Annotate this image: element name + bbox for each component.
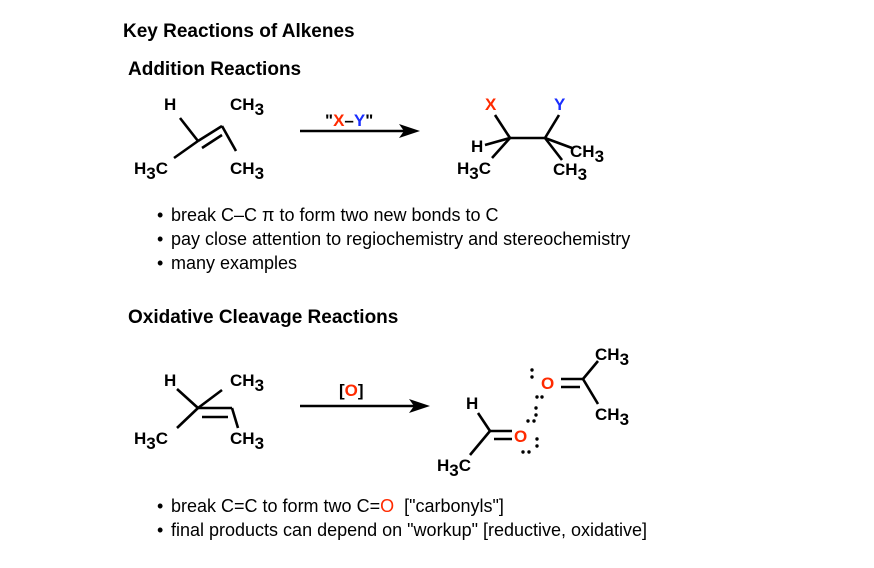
atom-H: H	[466, 394, 478, 413]
atom-CH3: CH3	[230, 429, 264, 453]
atom-O: O	[541, 374, 554, 393]
addition-alkene: H CH3 H3C CH3	[134, 95, 264, 183]
atom-CH3: CH3	[570, 142, 604, 166]
atom-H: H	[164, 95, 176, 114]
atom-O: O	[514, 427, 527, 446]
addition-bullet: •pay close attention to regiochemistry a…	[157, 229, 631, 249]
cleavage-arrow: [O]	[300, 381, 430, 413]
bullet-dot-icon: •	[157, 229, 164, 249]
atom-CH3: CH3	[595, 345, 629, 369]
atom-H3C: H3C	[457, 159, 491, 183]
cleavage-bullet: •final products can depend on "workup" […	[157, 520, 648, 540]
atom-H3C: H3C	[437, 456, 471, 480]
bullet-dot-icon: •	[157, 496, 164, 516]
cleavage-aldehyde: H O H3C	[437, 394, 527, 480]
bullet-dot-icon: •	[157, 205, 164, 225]
addition-product: X Y H H3C CH3 CH3	[457, 95, 604, 184]
bullet-dot-icon: •	[157, 253, 164, 273]
atom-H3C: H3C	[134, 429, 168, 453]
atom-CH3: CH3	[595, 405, 629, 429]
cleavage-bullet: •break C=C to form two C=O ["carbonyls"]	[157, 496, 504, 516]
addition-bullet: •many examples	[157, 253, 298, 273]
atom-Y: Y	[554, 95, 566, 114]
lone-pair-dots	[521, 368, 544, 454]
atom-H3C: H3C	[134, 159, 168, 183]
addition-heading: Addition Reactions	[128, 59, 302, 80]
cleavage-ketone: O CH3 CH3	[541, 345, 629, 429]
bullet-dot-icon: •	[157, 520, 164, 540]
atom-X: X	[485, 95, 497, 114]
cleavage-heading: Oxidative Cleavage Reactions	[128, 307, 399, 328]
page-title: Key Reactions of Alkenes	[123, 21, 355, 42]
atom-H: H	[471, 137, 483, 156]
atom-CH3: CH3	[230, 371, 264, 395]
addition-reagent: "X–Y"	[325, 111, 373, 130]
atom-CH3: CH3	[553, 160, 587, 184]
addition-arrow: "X–Y"	[300, 111, 420, 138]
atom-CH3: CH3	[230, 95, 264, 119]
cleavage-alkene: H CH3 H3C CH3	[134, 371, 264, 453]
atom-H: H	[164, 371, 176, 390]
addition-bullet: •break C–C π to form two new bonds to C	[157, 205, 499, 225]
cleavage-reagent: [O]	[339, 381, 364, 400]
atom-CH3: CH3	[230, 159, 264, 183]
